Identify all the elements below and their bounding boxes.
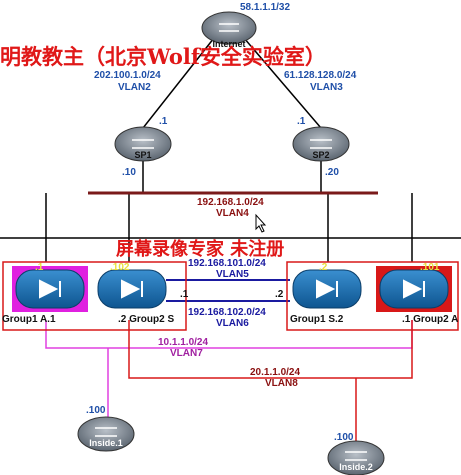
isp2-vlan: VLAN3 — [310, 82, 343, 93]
vlan7-vlan: VLAN7 — [170, 348, 203, 359]
g1a-ip: .1 — [35, 262, 44, 273]
g1s-label: Group1 S.2 — [290, 314, 344, 325]
vlan6-net: 192.168.102.0/24 — [188, 307, 266, 318]
firewall-group2-a[interactable] — [376, 266, 452, 312]
isp1-vlan: VLAN2 — [118, 82, 151, 93]
link-internet-sp1 — [142, 37, 215, 129]
firewall-group1-a[interactable] — [12, 266, 88, 312]
g2s-right-ip: .1 — [180, 289, 189, 300]
g2s-ip: .102 — [110, 262, 130, 273]
inside1-router-body — [77, 416, 135, 452]
vlan6-vlan: VLAN6 — [216, 318, 249, 329]
group2-box — [286, 261, 459, 331]
inside2-router-body — [327, 440, 385, 475]
firewall-arrows-icon — [403, 279, 425, 299]
inside1-ip: .100 — [86, 405, 106, 416]
g1a-label: Group1 A.1 — [2, 314, 56, 325]
vlan8-vlan: VLAN8 — [265, 378, 298, 389]
inside2-ip: .100 — [334, 432, 354, 443]
watermark-mid: 屏幕录像专家 未注册 — [116, 238, 284, 260]
firewall-arrows-icon — [121, 279, 143, 299]
sp1-up-ip: .1 — [159, 116, 168, 127]
firewall-group1-s[interactable] — [292, 269, 362, 309]
firewall-group2-s[interactable] — [97, 269, 167, 309]
links — [0, 37, 461, 262]
inside1-router[interactable]: Inside.1 — [77, 416, 135, 452]
sp1-router[interactable]: SP1 — [114, 126, 172, 162]
vlan5-vlan: VLAN5 — [216, 269, 249, 280]
internet-router[interactable]: Internet — [201, 11, 257, 49]
router-arrows-icon — [345, 451, 367, 461]
sp2-up-ip: .1 — [297, 116, 306, 127]
group1-box — [2, 261, 187, 331]
internet-ip: 58.1.1.1/32 — [240, 2, 290, 13]
link-internet-sp2 — [243, 37, 322, 129]
sp1-down-ip: .10 — [122, 167, 136, 178]
sp2-router[interactable]: SP2 — [292, 126, 350, 162]
mouse-cursor-icon — [255, 213, 267, 233]
internet-router-body — [201, 11, 257, 45]
g2a-ip: .101 — [420, 262, 440, 273]
router-arrows-icon — [219, 23, 239, 32]
vlan8-net: 20.1.1.0/24 — [250, 367, 300, 378]
sp2-label: SP2 — [312, 150, 329, 160]
router-arrows-icon — [132, 139, 154, 149]
watermark-top: 明教教主（北京Wolf安全实验室） — [0, 44, 326, 69]
isp2-net: 61.128.128.0/24 — [284, 70, 357, 81]
sp1-router-body — [114, 126, 172, 162]
g2a-label: .1 Group2 A — [402, 314, 458, 325]
firewall-arrows-icon — [39, 279, 61, 299]
firewall-arrows-icon — [316, 279, 338, 299]
sp2-router-body — [292, 126, 350, 162]
isp1-net: 202.100.1.0/24 — [94, 70, 161, 81]
sp2-down-ip: .20 — [325, 167, 339, 178]
vlan5-net: 192.168.101.0/24 — [188, 258, 266, 269]
router-arrows-icon — [95, 427, 117, 437]
lan-vlan: VLAN4 — [216, 208, 249, 219]
router-arrows-icon — [310, 139, 332, 149]
g1s-ip: .2 — [319, 262, 328, 273]
g2s-label: .2 Group2 S — [118, 314, 174, 325]
sp1-label: SP1 — [134, 150, 151, 160]
inside2-label: Inside.2 — [339, 462, 373, 472]
vlan7-net: 10.1.1.0/24 — [158, 337, 208, 348]
g1s-left-ip: .2 — [275, 289, 284, 300]
inside2-router[interactable]: Inside.2 — [327, 440, 385, 475]
lan-net: 192.168.1.0/24 — [197, 197, 264, 208]
link-vlan8 — [128, 320, 413, 379]
internet-label: Internet — [212, 39, 245, 49]
inside1-label: Inside.1 — [89, 438, 123, 448]
